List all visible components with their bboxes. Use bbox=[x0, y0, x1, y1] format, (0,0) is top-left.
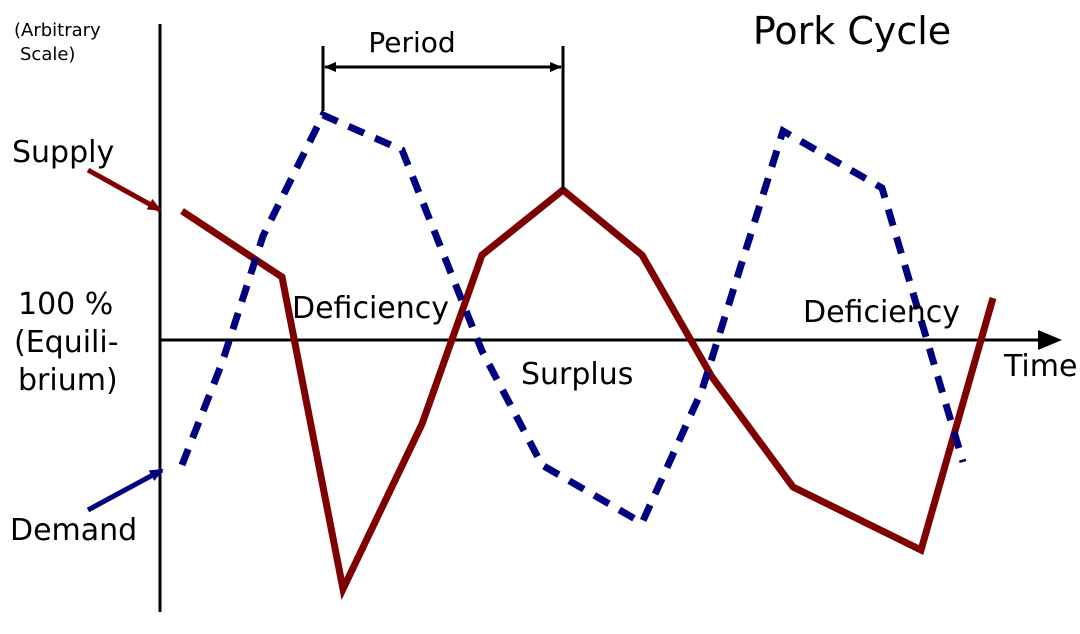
chart-title: Pork Cycle bbox=[753, 9, 951, 53]
demand-callout-arrow bbox=[86, 467, 164, 513]
equilibrium-label-line3: brium) bbox=[18, 363, 118, 398]
supply-callout-arrow bbox=[86, 167, 162, 213]
x-axis-label: Time bbox=[1003, 349, 1077, 384]
deficiency-label-2: Deficiency bbox=[803, 295, 960, 330]
scale-note-line2: Scale) bbox=[20, 44, 75, 65]
deficiency-label-1: Deficiency bbox=[292, 291, 449, 326]
period-label: Period bbox=[368, 26, 455, 59]
equilibrium-label-line2: (Equili- bbox=[14, 325, 119, 360]
scale-note-line1: (Arbitrary bbox=[14, 20, 101, 41]
demand-callout-label: Demand bbox=[10, 513, 137, 548]
x-axis-arrowhead bbox=[1038, 330, 1062, 350]
equilibrium-label-line1: 100 % bbox=[18, 287, 113, 322]
supply-callout-label: Supply bbox=[12, 135, 114, 170]
surplus-label: Surplus bbox=[521, 357, 633, 392]
